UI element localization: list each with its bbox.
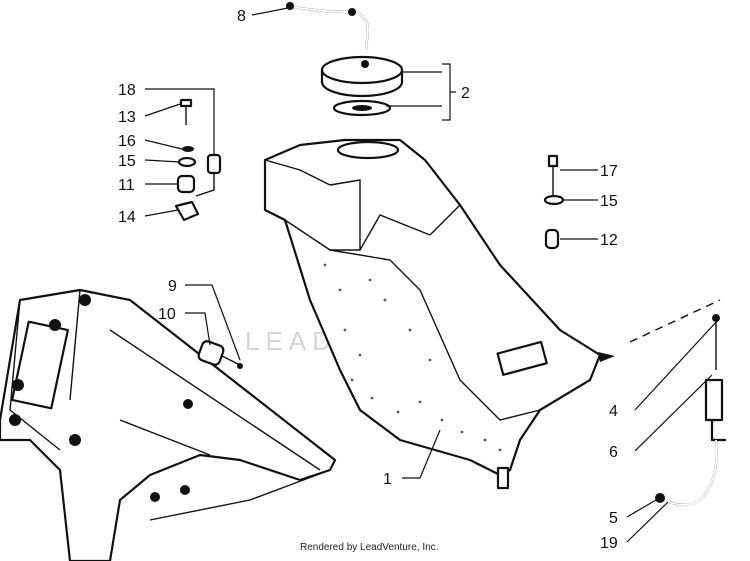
callout-labels: 8 2 18 13 16 15 11 14 17 15 12 9 10 1 4 … [118,8,618,552]
callout-13: 13 [118,109,136,126]
callout-11: 11 [118,177,135,194]
callout-6: 6 [609,444,618,461]
callout-18: 18 [118,82,136,99]
callout-9: 9 [168,278,177,295]
callout-15-left: 15 [118,153,136,170]
callout-12: 12 [600,232,618,249]
callout-10: 10 [158,306,176,323]
callout-4: 4 [609,403,618,420]
callout-15-right: 15 [600,193,618,210]
mount-hardware-part [174,98,222,222]
callout-8: 8 [237,8,246,25]
callout-5: 5 [609,510,618,527]
callout-14: 14 [118,209,136,226]
callout-19: 19 [600,535,618,552]
callout-17: 17 [600,163,618,180]
frame-bolt-part [197,340,243,369]
leader-lines [144,7,719,543]
callout-2: 2 [461,85,470,102]
frame-part [0,288,337,561]
callout-16: 16 [118,133,136,150]
tank-cap-part [320,55,404,117]
fuel-tap-part [629,299,726,507]
fuel-tank-part [263,138,615,490]
callout-1: 1 [383,471,392,488]
footer-credit: Rendered by LeadVenture, Inc. [300,542,438,553]
breather-hose-part [286,2,370,51]
tank-bolt-part [543,154,565,250]
